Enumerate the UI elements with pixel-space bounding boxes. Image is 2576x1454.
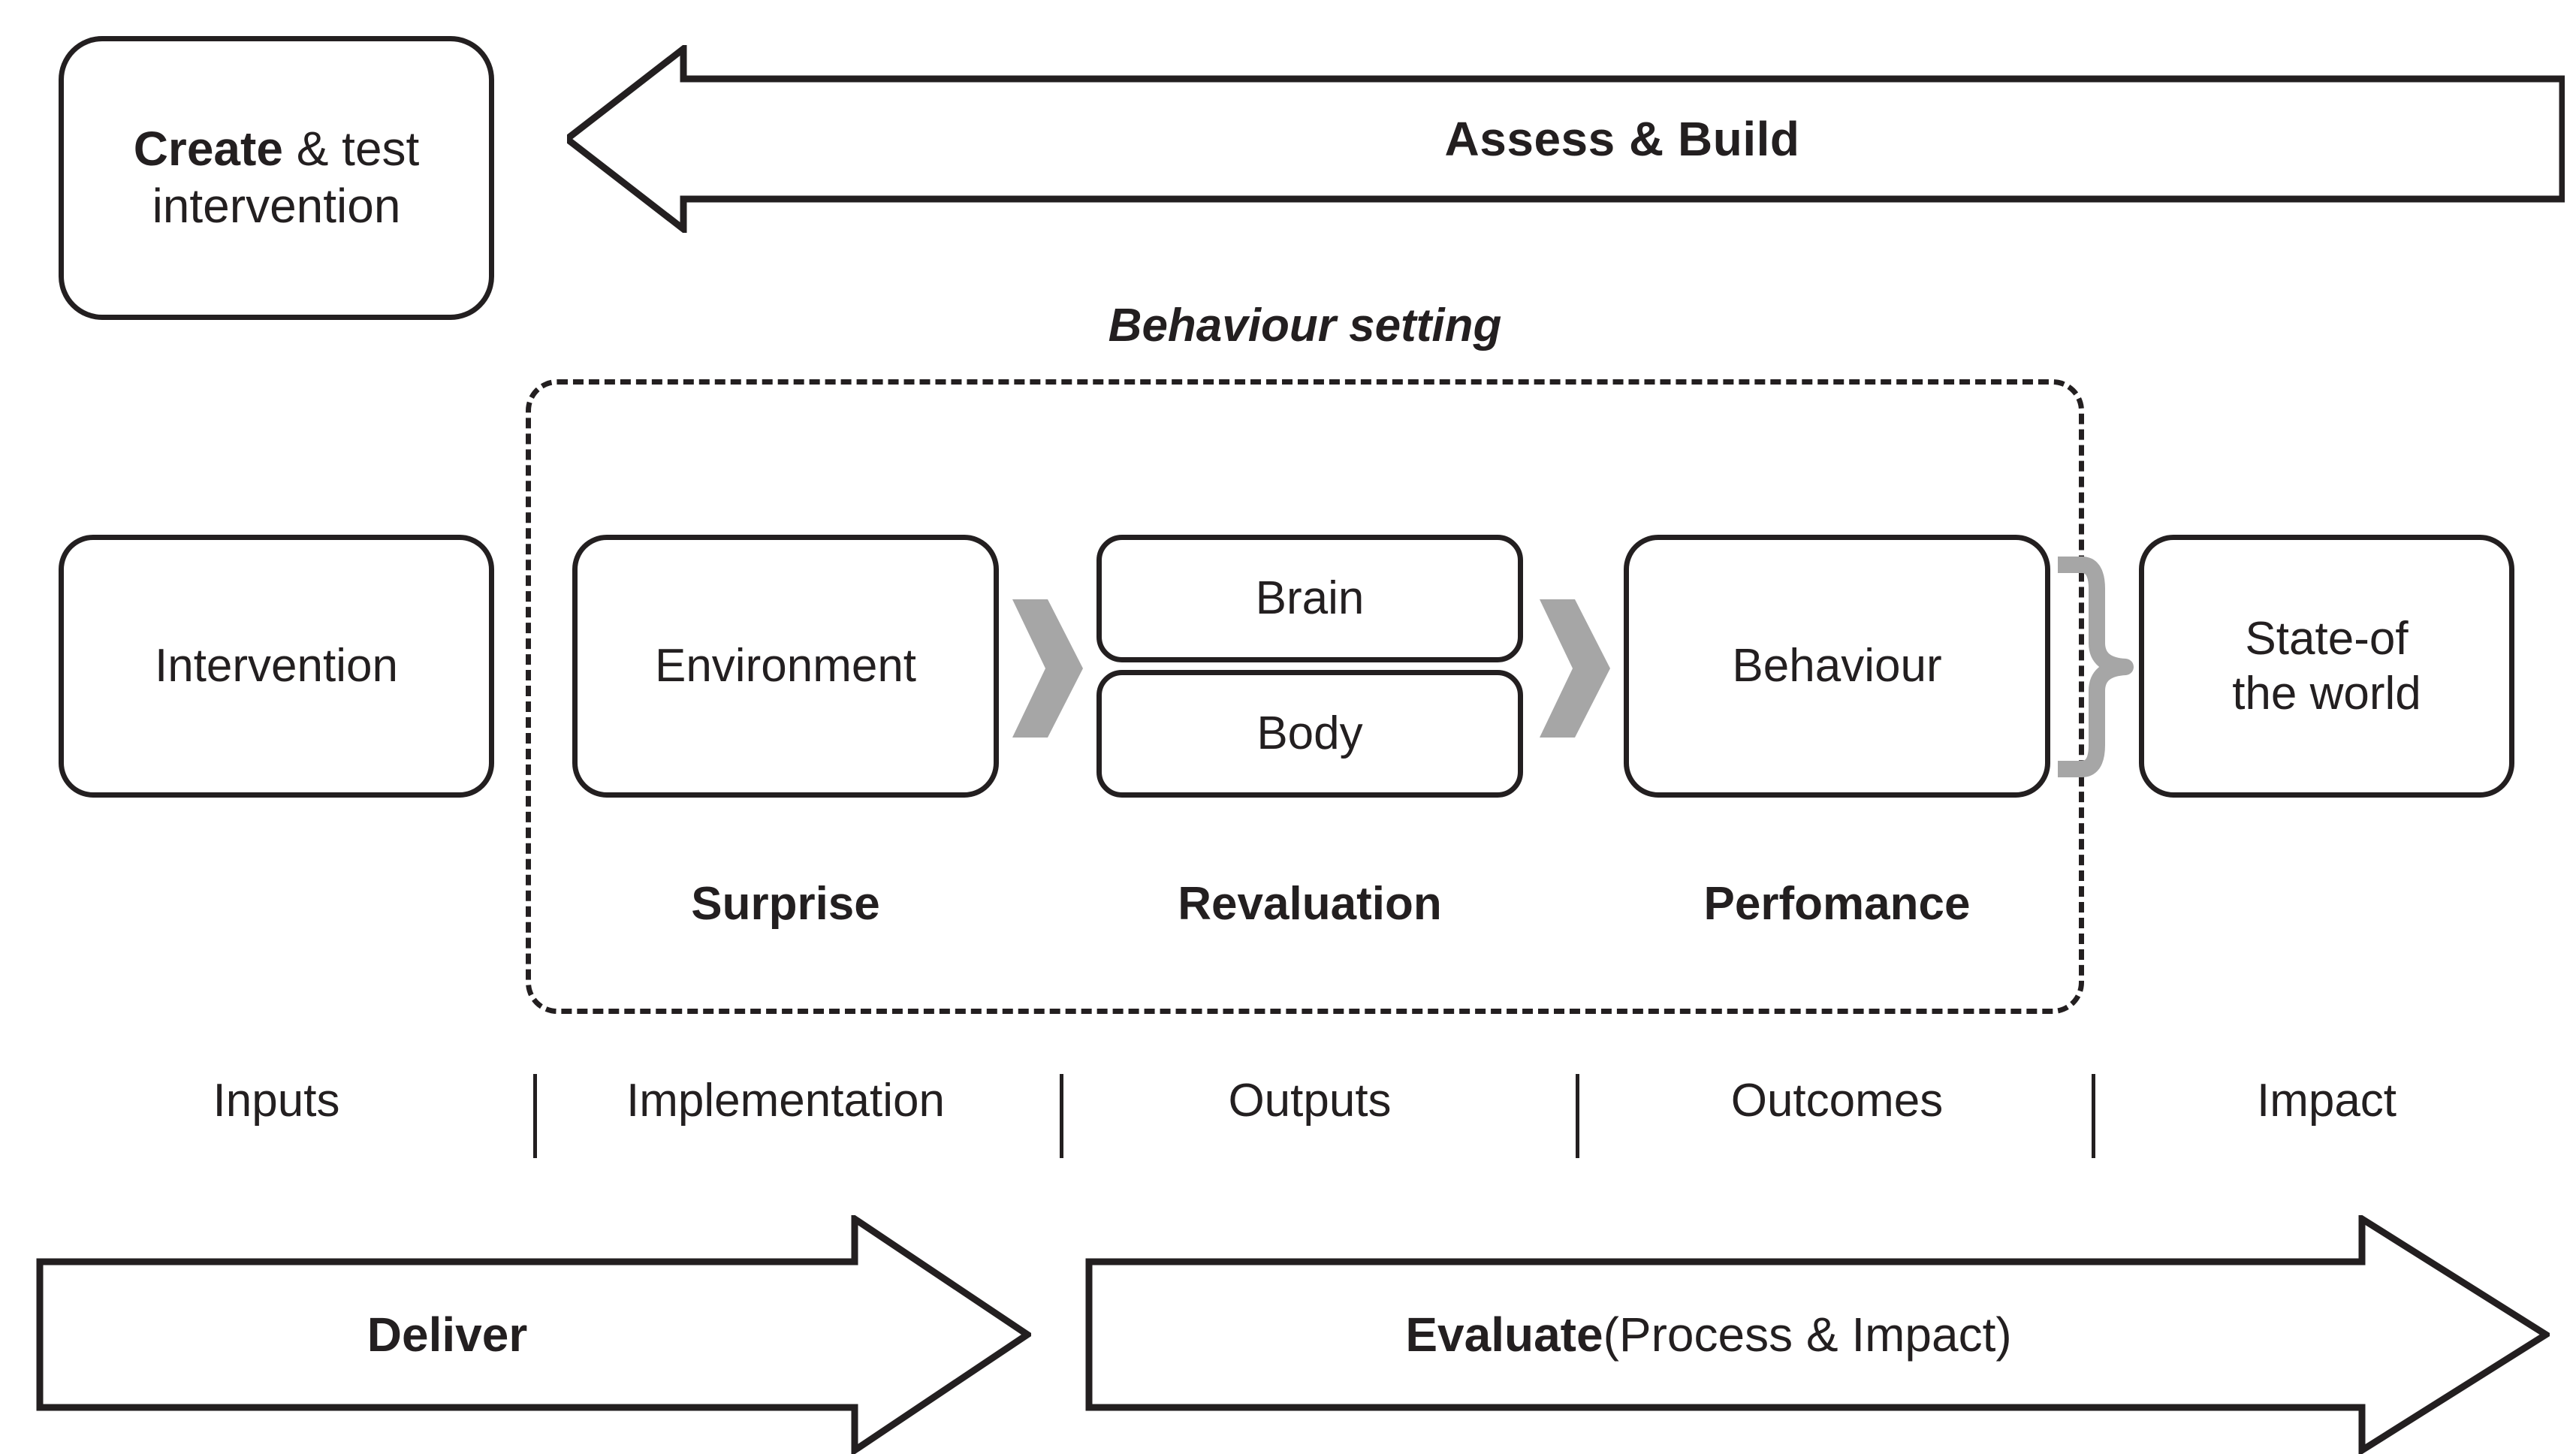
logic-model-divider	[1060, 1074, 1063, 1158]
node-behaviour-label: Behaviour	[1732, 640, 1942, 692]
node-body: Body	[1096, 670, 1523, 798]
stage-label-revaluation: Revaluation	[1178, 878, 1442, 930]
logic-model-impact: Impact	[2256, 1075, 2397, 1127]
create-bold-word: Create	[133, 122, 283, 176]
deliver-label-text: Deliver	[366, 1308, 528, 1362]
chevron-right-icon	[1534, 593, 1616, 744]
logic-model-implementation: Implementation	[626, 1075, 945, 1127]
node-environment: Environment	[572, 535, 999, 798]
deliver-arrow	[36, 1215, 1031, 1454]
logic-model-divider	[2092, 1074, 2095, 1158]
logic-model-inputs: Inputs	[213, 1075, 340, 1127]
behaviour-setting-dashed-region	[526, 379, 2084, 1014]
node-behaviour: Behaviour	[1624, 535, 2050, 798]
stage-label-perfomance: Perfomance	[1703, 878, 1971, 930]
node-intervention: Intervention	[59, 535, 494, 798]
deliver-label: Deliver	[36, 1215, 1031, 1454]
chevron-right-icon	[1006, 593, 1089, 744]
create-line2: intervention	[152, 179, 401, 233]
curly-brace-icon	[2050, 554, 2140, 780]
logic-model-divider	[533, 1074, 537, 1158]
node-body-label: Body	[1256, 707, 1363, 760]
logic-model-outputs: Outputs	[1228, 1075, 1392, 1127]
logic-model-outcomes: Outcomes	[1730, 1075, 1944, 1127]
evaluate-label: Evaluate (Process & Impact)	[1085, 1215, 2550, 1454]
state-world-line2: the world	[2232, 668, 2421, 719]
node-intervention-label: Intervention	[155, 640, 398, 692]
node-environment-label: Environment	[654, 640, 917, 692]
node-brain: Brain	[1096, 535, 1523, 662]
assess-build-arrow	[567, 45, 2565, 233]
state-world-line1: State-of	[2245, 612, 2409, 665]
create-rest-word: & test	[282, 122, 420, 176]
evaluate-label-bold: Evaluate	[1405, 1308, 1603, 1362]
node-brain-label: Brain	[1255, 572, 1365, 625]
evaluate-label-plain: (Process & Impact)	[1603, 1308, 2012, 1362]
logic-model-divider	[1576, 1074, 1579, 1158]
assess-build-label: Assess & Build	[1444, 112, 1800, 166]
evaluate-arrow	[1085, 1215, 2550, 1454]
behaviour-setting-title: Behaviour setting	[1108, 300, 1502, 351]
stage-label-surprise: Surprise	[691, 878, 880, 930]
